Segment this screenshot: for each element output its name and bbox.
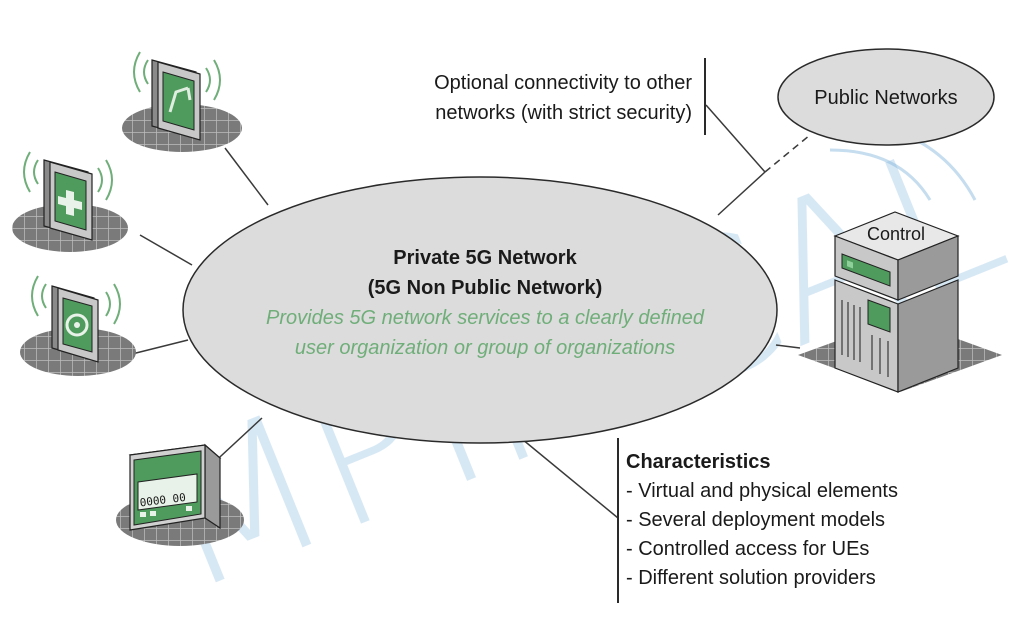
public-networks-ellipse bbox=[777, 48, 995, 146]
watermark-wave-1 bbox=[829, 148, 932, 201]
private-network-ellipse bbox=[182, 176, 778, 444]
public-networks-label: Public Networks bbox=[814, 87, 957, 109]
optional-note-line2: networks (with strict security) bbox=[435, 102, 692, 124]
link-camera-device bbox=[127, 339, 189, 356]
characteristics-heading: Characteristics bbox=[626, 451, 771, 473]
camera-lens-icon bbox=[65, 313, 89, 337]
network-subtitle: (5G Non Public Network) bbox=[368, 277, 602, 299]
characteristics-item: - Virtual and physical elements bbox=[626, 480, 898, 502]
server-led-icon bbox=[847, 260, 853, 269]
characteristics-item: - Controlled access for UEs bbox=[626, 538, 869, 560]
link-control-server bbox=[775, 344, 801, 349]
wireless-signal-icon bbox=[133, 51, 221, 101]
network-title: Private 5G Network bbox=[393, 247, 577, 269]
meter-display-readout: 0000 00 bbox=[139, 491, 187, 510]
link-public-networks-dashed bbox=[764, 134, 811, 173]
camera-device bbox=[20, 275, 136, 376]
wireless-signal-icon bbox=[23, 151, 113, 201]
link-medical-device bbox=[139, 234, 193, 266]
meter-button-icon bbox=[140, 512, 146, 517]
link-optional-note-pointer bbox=[705, 104, 766, 173]
meter-button-icon bbox=[150, 511, 156, 516]
network-description-line2: user organization or group of organizati… bbox=[295, 337, 675, 359]
meter-device: 0000 00 bbox=[116, 443, 244, 546]
wireless-signal-icon bbox=[31, 275, 121, 325]
control-label: Control bbox=[867, 224, 925, 244]
medical-cross-icon bbox=[58, 190, 82, 216]
control-server: Control bbox=[798, 211, 1002, 393]
medical-device bbox=[12, 151, 128, 252]
link-optional-note bbox=[717, 171, 766, 216]
characteristics-item: - Several deployment models bbox=[626, 509, 885, 531]
optional-note-line1: Optional connectivity to other bbox=[434, 72, 692, 94]
server-vent-icon bbox=[841, 300, 889, 377]
meter-button-icon bbox=[186, 506, 192, 511]
robot-device bbox=[122, 51, 242, 152]
link-robot-device bbox=[224, 147, 269, 206]
characteristics-item: - Different solution providers bbox=[626, 567, 876, 589]
network-description-line1: Provides 5G network services to a clearl… bbox=[266, 307, 705, 329]
robot-arm-icon bbox=[168, 86, 192, 113]
